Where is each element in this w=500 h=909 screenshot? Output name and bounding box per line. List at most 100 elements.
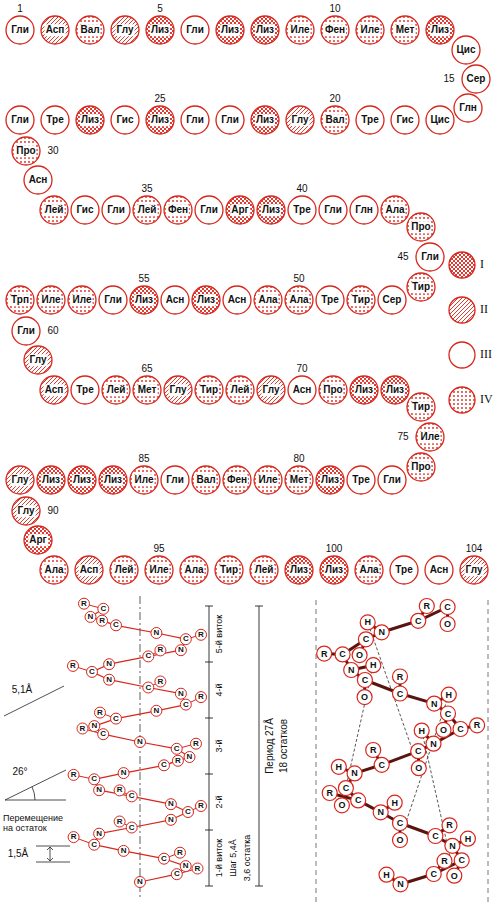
residue-circle: Иле xyxy=(253,465,283,495)
residue-ring xyxy=(102,376,130,404)
atom-letter: N xyxy=(121,769,127,777)
atom-letter: N xyxy=(121,847,127,855)
residue-circle: Про xyxy=(406,212,436,242)
residue-circle: Гли xyxy=(318,195,348,225)
atom-circle xyxy=(453,722,468,737)
atom-circle xyxy=(159,853,170,864)
residue-ring xyxy=(425,556,453,584)
residue-ring xyxy=(381,196,409,224)
atom-circle xyxy=(172,755,183,766)
atom-letter: C xyxy=(457,725,464,734)
residue-circle: Про xyxy=(406,452,436,482)
atom-letter: C xyxy=(113,621,119,629)
atom-circle xyxy=(135,737,146,748)
atom-letter: C xyxy=(174,745,180,753)
residue-ring xyxy=(146,16,174,44)
atom-circle xyxy=(460,831,475,846)
residue-number: 55 xyxy=(138,273,149,285)
atom-circle xyxy=(411,761,426,776)
residue-ring xyxy=(226,196,254,224)
atom-circle xyxy=(77,723,88,734)
residue-circle: Лей xyxy=(225,375,255,405)
atom-letter: N xyxy=(178,646,184,654)
residue-ring xyxy=(111,106,139,134)
residue-circle: Тре xyxy=(315,285,345,315)
residue-ring xyxy=(407,393,435,421)
residue-circle: Лиз xyxy=(129,285,159,315)
residue-circle: Гли xyxy=(415,242,445,272)
residue-number: 35 xyxy=(141,183,152,195)
legend-swatch xyxy=(448,296,476,324)
atom-letter: C xyxy=(129,824,135,832)
atom-letter: N xyxy=(178,690,184,698)
atom-letter: O xyxy=(451,871,458,880)
atom-letter: R xyxy=(441,856,448,865)
residue-ring xyxy=(251,16,279,44)
atom-circle xyxy=(180,634,191,645)
atom-circle xyxy=(155,676,166,687)
atom-circle xyxy=(317,646,332,661)
atom-letter: R xyxy=(99,617,105,625)
residue-ring xyxy=(41,106,69,134)
atom-letter: C xyxy=(174,870,180,878)
atom-circle xyxy=(393,686,408,701)
residue-circle: Иле xyxy=(129,465,159,495)
residue-ring xyxy=(37,286,65,314)
residue-ring xyxy=(12,137,40,165)
residue-name: Лиз xyxy=(255,24,275,36)
atom-circle xyxy=(85,611,96,622)
residue-name: Глн xyxy=(354,204,374,216)
legend-label: IV xyxy=(480,393,493,407)
residue-circle: Лиз xyxy=(145,105,175,135)
atom-letter: N xyxy=(168,800,174,808)
residue-ring xyxy=(181,106,209,134)
atom-letter: R xyxy=(117,786,123,794)
dimension-label: 1-й виток xyxy=(214,839,224,877)
residue-ring xyxy=(6,16,34,44)
residue-circle: Ала xyxy=(39,555,69,585)
residue-ring xyxy=(316,466,344,494)
residue-ring xyxy=(102,196,130,224)
residue-circle: Лиз xyxy=(256,195,286,225)
residue-name: Асп xyxy=(44,384,65,396)
residue-name: Лиз xyxy=(324,564,344,576)
residue-ring xyxy=(223,466,251,494)
residue-name: Арг xyxy=(28,534,48,546)
residue-circle: Лей xyxy=(249,555,279,585)
residue-circle: Асп xyxy=(39,375,69,405)
atom-circle xyxy=(68,832,79,843)
residue-ring xyxy=(24,346,52,374)
residue-circle: Гли xyxy=(180,105,210,135)
hydrogen-bond xyxy=(342,665,373,805)
residue-ring xyxy=(6,286,34,314)
atom-circle xyxy=(358,632,373,647)
atom-letter: C xyxy=(161,761,167,769)
residue-ring xyxy=(12,497,40,525)
period-bracket xyxy=(255,606,263,886)
residue-ring xyxy=(407,213,435,241)
atom-circle xyxy=(445,838,460,853)
atom-circle xyxy=(135,877,146,888)
atom-circle xyxy=(331,759,346,774)
atom-letter: R xyxy=(321,649,328,658)
atom-circle xyxy=(180,861,191,872)
atom-letter: R xyxy=(80,725,86,733)
atom-circle xyxy=(373,805,388,820)
dimension-label: 4-й xyxy=(214,683,224,696)
residue-ring xyxy=(133,196,161,224)
residue-circle: Арг xyxy=(23,525,53,555)
residue-circle: Вал xyxy=(191,465,221,495)
residue-ring xyxy=(462,65,490,93)
residue-circle: Тре xyxy=(70,375,100,405)
residue-ring xyxy=(68,286,96,314)
atom-letter: C xyxy=(415,747,422,756)
residue-name: Гли xyxy=(185,24,205,36)
residue-name: Про xyxy=(410,461,431,473)
residue-circle: Гис xyxy=(390,105,420,135)
residue-name: Гли xyxy=(220,114,240,126)
residue-name: Вал xyxy=(79,24,100,36)
atom-letter: R xyxy=(198,693,204,701)
atom-letter: R xyxy=(70,662,76,670)
residue-ring xyxy=(250,556,278,584)
residue-circle: Асн xyxy=(23,165,53,195)
